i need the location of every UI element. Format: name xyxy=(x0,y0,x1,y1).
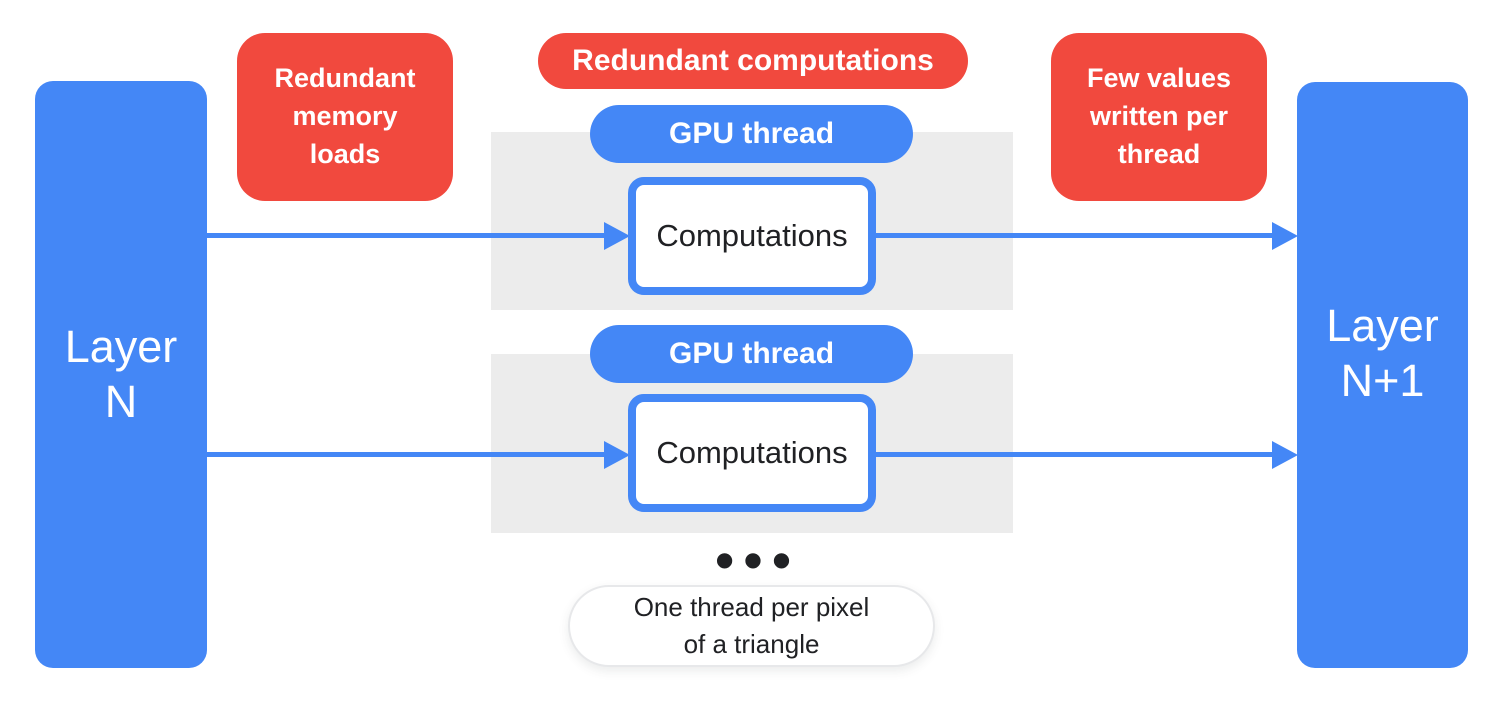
arrow-head-in-1-icon xyxy=(604,222,630,250)
computations-box-1-label: Computations xyxy=(656,218,848,253)
callout-redundant-memory-loads-label: Redundant memory loads xyxy=(274,63,416,169)
ellipsis-icon: ●●● xyxy=(715,547,802,571)
layer-n-plus-1-box: Layer N+1 xyxy=(1297,82,1468,668)
callout-few-values-written-label: Few values written per thread xyxy=(1086,63,1232,169)
callout-redundant-computations: Redundant computations xyxy=(538,33,968,89)
computations-box-1: Computations xyxy=(628,177,876,295)
computations-box-2-label: Computations xyxy=(656,435,848,470)
arrow-line-in-2 xyxy=(207,452,608,457)
gpu-thread-pill-1-label: GPU thread xyxy=(668,117,835,150)
gpu-thread-pill-2: GPU thread xyxy=(590,325,913,383)
arrow-line-out-1 xyxy=(874,233,1276,238)
note-one-thread-per-pixel: One thread per pixel of a triangle xyxy=(568,585,935,667)
callout-redundant-memory-loads: Redundant memory loads xyxy=(237,33,453,201)
arrow-head-out-2-icon xyxy=(1272,441,1298,469)
computations-box-2: Computations xyxy=(628,394,876,512)
gpu-thread-pill-2-label: GPU thread xyxy=(668,337,835,370)
callout-few-values-written: Few values written per thread xyxy=(1051,33,1267,201)
arrow-line-in-1 xyxy=(207,233,608,238)
layer-n-box: Layer N xyxy=(35,81,207,668)
layer-n-plus-1-label: Layer N+1 xyxy=(1326,300,1439,406)
note-one-thread-per-pixel-label: One thread per pixel of a triangle xyxy=(633,592,870,659)
arrow-head-in-2-icon xyxy=(604,441,630,469)
callout-redundant-computations-label: Redundant computations xyxy=(572,44,934,77)
gpu-thread-pill-1: GPU thread xyxy=(590,105,913,163)
arrow-head-out-1-icon xyxy=(1272,222,1298,250)
arrow-line-out-2 xyxy=(874,452,1276,457)
layer-n-label: Layer N xyxy=(64,320,178,427)
